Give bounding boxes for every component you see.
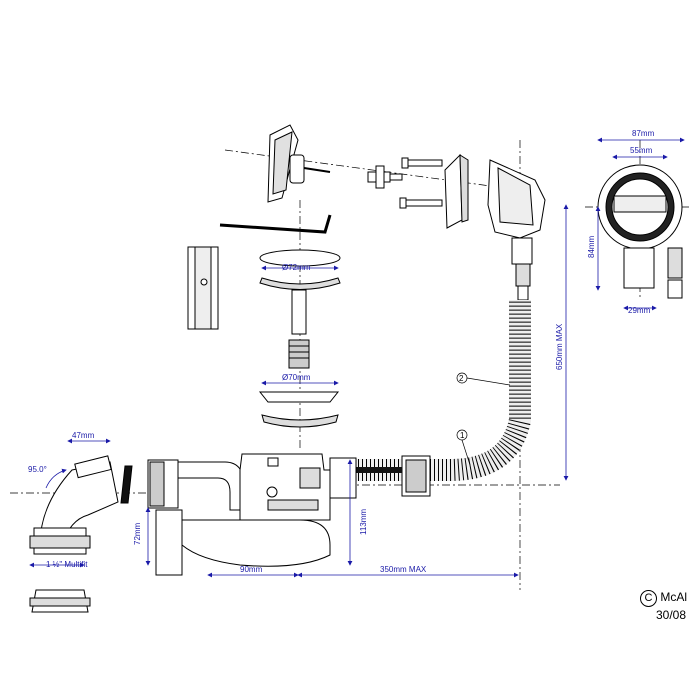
dim-650: 650mm MAX xyxy=(555,323,564,370)
flexible-hose xyxy=(329,300,531,499)
plan-view xyxy=(597,164,683,299)
dim-47: 47mm xyxy=(72,431,95,440)
allen-key xyxy=(219,214,332,234)
callout-1: 1 xyxy=(460,431,465,440)
dim-angle: 95.0° xyxy=(28,465,47,474)
copyright-line1: McAl xyxy=(660,590,688,604)
dim-29: 29mm xyxy=(628,306,651,315)
dim-84: 84mm xyxy=(587,235,596,258)
copyright-block: C McAl 30/08 xyxy=(640,590,700,622)
dim-55: 55mm xyxy=(630,146,653,155)
overflow-screws xyxy=(367,157,443,209)
dim-multifit: 1 ½" Multifit xyxy=(46,560,88,569)
dim-90: 90mm xyxy=(240,565,263,574)
dimension-lines xyxy=(29,137,685,578)
dim-87: 87mm xyxy=(632,129,655,138)
seal-washer xyxy=(120,465,133,504)
plug-assembly xyxy=(258,249,341,428)
dim-113: 113mm xyxy=(359,509,368,535)
dim-72-vertical: 72mm xyxy=(133,522,142,545)
overflow-cover xyxy=(267,124,331,203)
dim-dia72: Ø72mm xyxy=(282,263,311,272)
callout-2: 2 xyxy=(459,374,464,383)
dim-dia70: Ø70mm xyxy=(282,373,311,382)
bath-trap xyxy=(147,453,331,576)
callout-leaders xyxy=(456,372,511,466)
connector-sleeve xyxy=(187,246,219,330)
dim-350: 350mm MAX xyxy=(380,565,427,574)
bend-95 xyxy=(29,455,119,613)
copyright-icon: C xyxy=(640,590,657,607)
overflow-body xyxy=(444,153,546,301)
copyright-line2: 30/08 xyxy=(656,608,687,622)
